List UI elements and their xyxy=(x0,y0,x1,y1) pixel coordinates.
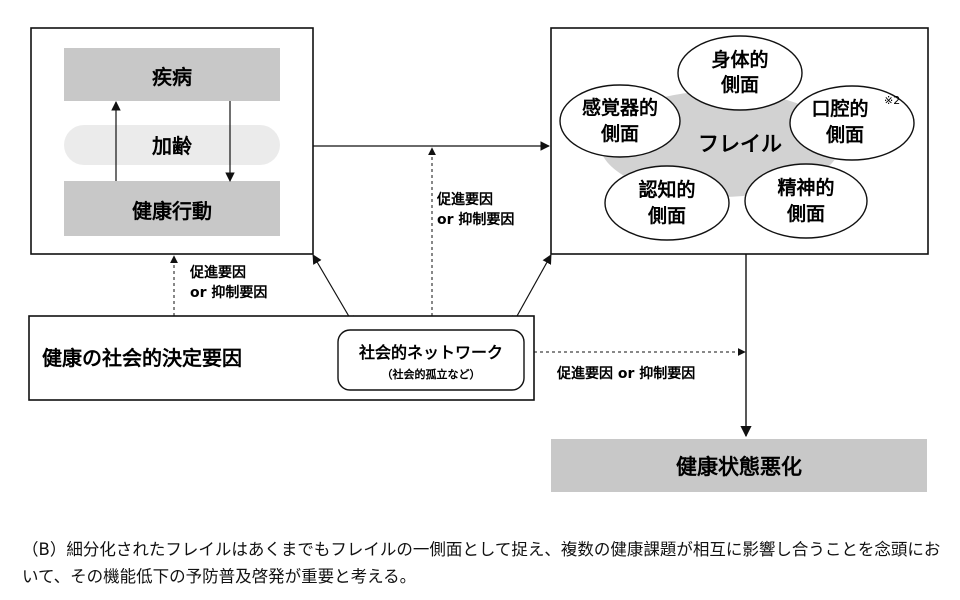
network-sublabel: （社会的孤立など） xyxy=(382,367,481,381)
mental-line2: 側面 xyxy=(786,203,825,225)
frailty-diagram: 疾病 加齢 健康行動 フレイル 身体的 側面 感覚器的 側面 口腔的 ※2 側面… xyxy=(28,27,929,492)
cognitive-line2: 側面 xyxy=(647,205,686,227)
physical-aspect xyxy=(677,35,803,111)
oral-line1: 口腔的 xyxy=(811,97,868,120)
frailty-label: フレイル xyxy=(698,132,782,156)
network-box xyxy=(337,329,525,391)
physical-line1: 身体的 xyxy=(711,48,768,71)
factor-label-mid-2: or 抑制要因 xyxy=(437,211,514,228)
network-label: 社会的ネットワーク xyxy=(358,343,503,362)
factor-label-mid-1: 促進要因 xyxy=(436,191,493,208)
aging-label: 加齢 xyxy=(151,134,193,158)
sensory-line1: 感覚器的 xyxy=(582,96,658,119)
physical-line2: 側面 xyxy=(720,74,759,96)
sensory-line2: 側面 xyxy=(600,123,639,145)
health-behavior-label: 健康行動 xyxy=(132,199,212,223)
arrow-network-frailty xyxy=(511,254,552,326)
outcome-box xyxy=(551,439,927,492)
oral-line2: 側面 xyxy=(825,124,864,146)
aging-pill xyxy=(64,125,280,165)
mental-aspect xyxy=(744,163,868,239)
factor-label-left-2: or 抑制要因 xyxy=(190,284,267,301)
outcome-label: 健康状態悪化 xyxy=(676,455,802,479)
sensory-aspect xyxy=(559,84,681,158)
disease-label: 疾病 xyxy=(152,65,192,89)
arrow-left-network xyxy=(312,254,355,326)
factor-label-left-1: 促進要因 xyxy=(189,264,246,281)
caption-text: （B）細分化されたフレイルはあくまでもフレイルの一側面として捉え、複数の健康課題… xyxy=(22,540,941,586)
oral-note: ※2 xyxy=(884,94,900,107)
disease-box xyxy=(64,48,280,101)
cognitive-aspect xyxy=(604,165,730,241)
sdh-title: 健康の社会的決定要因 xyxy=(42,346,242,370)
cognitive-line1: 認知的 xyxy=(638,178,695,201)
oral-aspect xyxy=(789,85,915,161)
health-behavior-box xyxy=(64,181,280,236)
mental-line1: 精神的 xyxy=(777,176,834,199)
factor-label-right: 促進要因 or 抑制要因 xyxy=(556,365,695,382)
